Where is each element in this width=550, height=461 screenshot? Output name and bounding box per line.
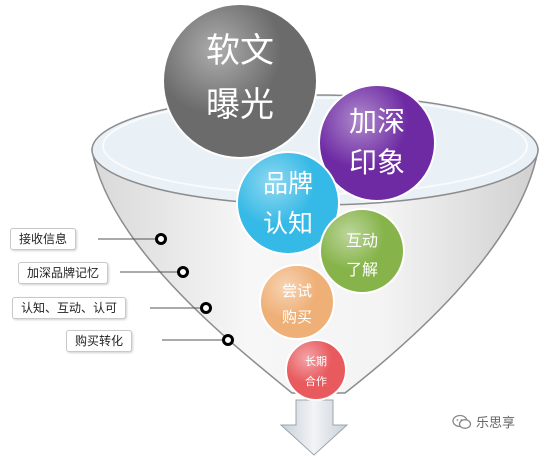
stage-marker [177, 266, 189, 278]
bubble-text-line: 合作 [305, 374, 327, 388]
bubble-deepen-impression: 加深 印象 [318, 84, 436, 202]
watermark-text: 乐思享 [476, 416, 516, 431]
bubble-brand-awareness: 品牌 认知 [236, 151, 340, 255]
bubble-text-line: 认知 [263, 209, 313, 238]
stage-marker [222, 334, 234, 346]
stage-label-receive-info: 接收信息 [10, 228, 77, 250]
bubble-soft-article: 软文 曝光 [162, 3, 318, 159]
bubble-text-line: 软文 [206, 31, 274, 71]
bubble-text-line: 了解 [346, 260, 378, 279]
bubble-text-line: 长期 [305, 355, 327, 368]
bubble-interaction: 互动 了解 [319, 208, 405, 294]
wechat-icon [452, 414, 472, 430]
stage-marker [200, 302, 212, 314]
watermark: 乐思享 [452, 412, 515, 431]
bubble-long-term: 长期 合作 [285, 339, 347, 401]
bubble-text-line: 加深 [349, 105, 405, 138]
bubble-text-line: 印象 [349, 146, 405, 179]
bubble-text-line: 互动 [346, 231, 378, 250]
stage-marker [155, 233, 167, 245]
bubble-text-line: 购买 [282, 308, 312, 326]
stage-label-brand-memory: 加深品牌记忆 [18, 262, 109, 284]
bubble-text-line: 曝光 [206, 85, 274, 125]
stage-label-cognition-interaction: 认知、互动、认可 [12, 297, 127, 319]
stage-label-purchase-conversion: 购买转化 [66, 330, 133, 352]
bubble-try-purchase: 尝试 购买 [259, 264, 335, 340]
bubble-text-line: 品牌 [263, 169, 313, 198]
bubble-text-line: 尝试 [282, 282, 312, 300]
down-arrow-icon [279, 399, 349, 456]
